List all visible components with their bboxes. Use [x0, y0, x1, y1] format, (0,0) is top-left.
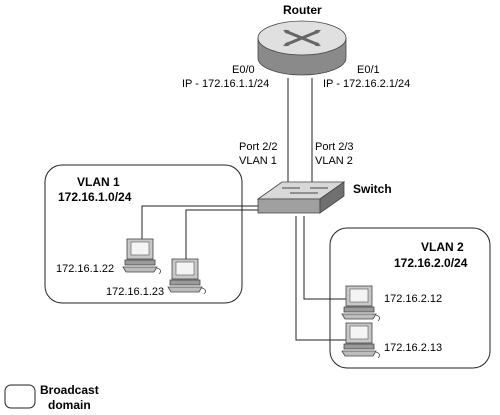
legend-label-line2: domain: [48, 398, 91, 412]
link-switch-host-172-16-1-23: [185, 209, 260, 262]
workstation-icon: [341, 285, 380, 322]
router-interface-e0-1-ip: IP - 172.16.2.1/24: [323, 78, 411, 90]
vlan1-broadcast-domain: [44, 164, 243, 304]
host-172-16-1-22: 172.16.1.22: [56, 263, 115, 275]
switch-port-2-2-label: Port 2/2: [239, 141, 278, 153]
vlan2-subnet: 172.16.2.0/24: [394, 256, 468, 270]
host-172-16-2-13: 172.16.2.13: [384, 342, 443, 354]
switch-icon: [256, 181, 346, 214]
workstation-icon: [167, 258, 206, 295]
workstation-icon: [341, 322, 380, 359]
vlan1-subnet: 172.16.1.0/24: [58, 190, 132, 204]
router-label: Router: [283, 3, 322, 17]
switch-port-2-2-vlan: VLAN 1: [239, 155, 277, 167]
vlan1-name: VLAN 1: [77, 175, 120, 189]
router-interface-e0-1-name: E0/1: [357, 64, 380, 76]
link-switch-host-172-16-2-12: [303, 216, 347, 300]
router-interface-e0-0-ip: IP - 172.16.1.1/24: [182, 78, 270, 90]
router-interface-e0-0-name: E0/0: [232, 64, 255, 76]
switch-port-2-3-label: Port 2/3: [315, 141, 354, 153]
host-172-16-1-23: 172.16.1.23: [106, 286, 165, 298]
vlan2-broadcast-domain: [329, 227, 491, 369]
router-icon: [257, 20, 347, 76]
link-switch-host-172-16-2-13: [295, 216, 347, 341]
link-switch-host-172-16-1-22: [141, 205, 260, 242]
host-172-16-2-12: 172.16.2.12: [384, 293, 443, 305]
legend-label-line1: Broadcast: [40, 383, 99, 397]
switch-port-2-3-vlan: VLAN 2: [315, 155, 353, 167]
vlan2-name: VLAN 2: [421, 240, 464, 254]
switch-label: Switch: [353, 182, 392, 196]
workstation-icon: [122, 238, 161, 275]
legend-broadcast-domain-box: [4, 384, 36, 409]
